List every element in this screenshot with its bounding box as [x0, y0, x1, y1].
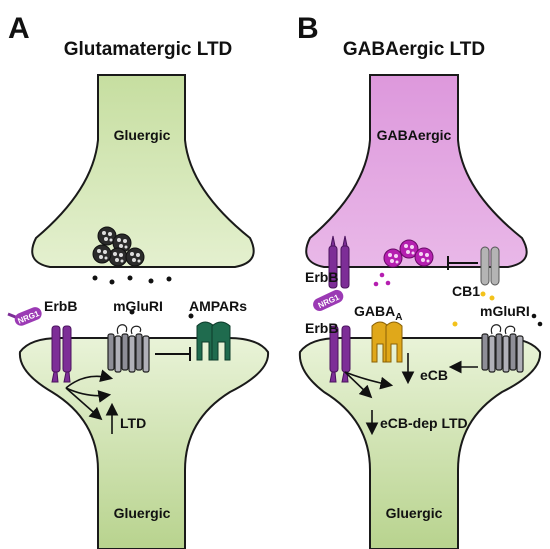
signaling-arrows-a: [65, 369, 119, 434]
postsynaptic-label-a: Gluergic: [114, 505, 171, 521]
mglur-label-a: mGluRI: [113, 298, 163, 314]
panel-a: A Glutamatergic LTD Gluergic Gluergic: [7, 12, 270, 549]
nrg1-ligand-b: NRG1: [313, 289, 344, 311]
erbb-receptor-pre-b: [328, 235, 350, 289]
panel-a-title: Glutamatergic LTD: [64, 39, 233, 60]
nrg1-ligand-a: NRG1: [7, 307, 42, 326]
ltd-label-a: LTD: [120, 415, 146, 431]
presynaptic-label-a: Gluergic: [114, 127, 171, 143]
gaba-a-receptor: [371, 321, 403, 363]
postsynaptic-label-b: Gluergic: [386, 505, 443, 521]
erbb-pre-label-b: ErbB: [305, 269, 338, 285]
gaba-a-label: GABAA: [354, 303, 402, 323]
cb1-label: CB1: [452, 283, 480, 299]
ecb-ltd-label: eCB-dep LTD: [380, 415, 468, 431]
presynaptic-terminal-b: [305, 74, 528, 268]
erbb-label-a: ErbB: [44, 298, 77, 314]
presynaptic-terminal-a: [31, 74, 255, 268]
mglur-label-b: mGluRI: [480, 303, 530, 319]
glutamate-dots-b: [531, 313, 543, 327]
signaling-arrows-b: [344, 353, 478, 436]
ampars-label-a: AMPARs: [189, 298, 247, 314]
panel-b-title: GABAergic LTD: [343, 39, 485, 60]
cb1-receptor: [480, 246, 500, 286]
glutamate-dots: [92, 275, 194, 319]
erbb-receptor-a: [51, 325, 72, 383]
gaba-dots: [373, 272, 391, 287]
ecb-label: eCB: [420, 367, 448, 383]
panel-b: B GABAergic LTD GABAergic ErbB NRG1: [297, 12, 543, 549]
ampar-receptor-a: [196, 321, 231, 361]
cb1-inhibition: [447, 256, 478, 270]
presynaptic-label-b: GABAergic: [377, 127, 452, 143]
panel-b-letter: B: [297, 12, 319, 45]
mglur-receptor-b: [481, 324, 524, 373]
panel-a-letter: A: [8, 12, 30, 45]
inhibition-arrow-a: [155, 347, 191, 361]
mglur-receptor-a: [107, 324, 150, 373]
erbb-post-label-b: ErbB: [305, 320, 338, 336]
erbb-receptor-post-b: [329, 325, 351, 383]
